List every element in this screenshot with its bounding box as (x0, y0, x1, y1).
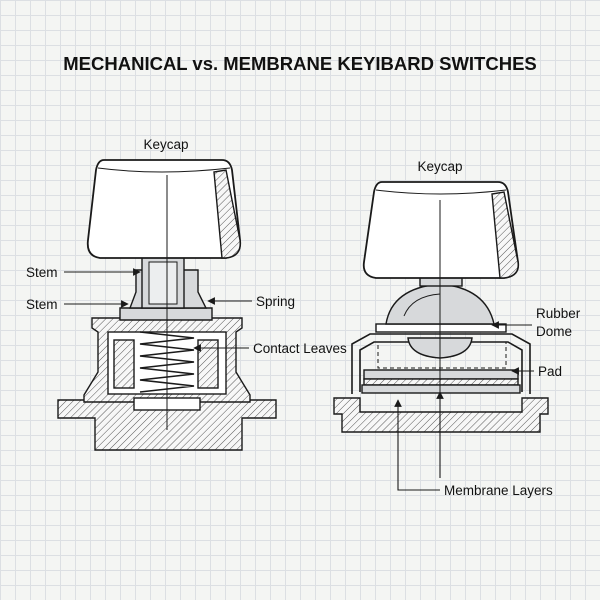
mech-keycap-label: Keycap (143, 137, 188, 152)
memb-keycap-shade (491, 191, 519, 279)
mech-stem-inner (148, 261, 178, 305)
memb-layer-spacer (363, 378, 519, 386)
mech-contact-leaf-left (113, 339, 135, 389)
mech-spring-label: Spring (256, 294, 295, 309)
memb-dome-highlight (403, 293, 441, 317)
mech-spring (139, 331, 195, 393)
mech-keycap-shade (213, 169, 241, 259)
mechanical-switch: Keycap Stem Stem Spring Contact Leaves (26, 137, 347, 451)
memb-membrane-layers-label: Membrane Layers (444, 483, 553, 498)
mech-stem-lower-label: Stem (26, 297, 58, 312)
memb-keycap-label: Keycap (417, 159, 462, 174)
mech-stem-upper-label: Stem (26, 265, 58, 280)
memb-base (333, 397, 549, 433)
mech-keycap-top-edge (97, 167, 231, 173)
memb-keycap-top-edge (375, 189, 507, 195)
mech-contact-leaf-right (197, 339, 219, 389)
memb-layer-bottom (361, 384, 521, 394)
memb-pad-label: Pad (538, 364, 562, 379)
membrane-switch: Keycap Rubber Dome Pad Membrane Layers (333, 159, 581, 498)
memb-rubber-dome-label-line1: Rubber (536, 306, 581, 321)
memb-membrane-layers-leader-left (394, 399, 440, 491)
memb-rubber-dome-label-line2: Dome (536, 324, 572, 339)
memb-layer-top (363, 369, 519, 380)
mech-top-plate (119, 307, 213, 321)
memb-dome-plate (375, 323, 507, 333)
memb-housing (351, 333, 531, 394)
diagram-title: MECHANICAL vs. MEMBRANE KEYIBARD SWITCHE… (63, 53, 537, 74)
mech-contact-leaves-label: Contact Leaves (253, 341, 347, 356)
